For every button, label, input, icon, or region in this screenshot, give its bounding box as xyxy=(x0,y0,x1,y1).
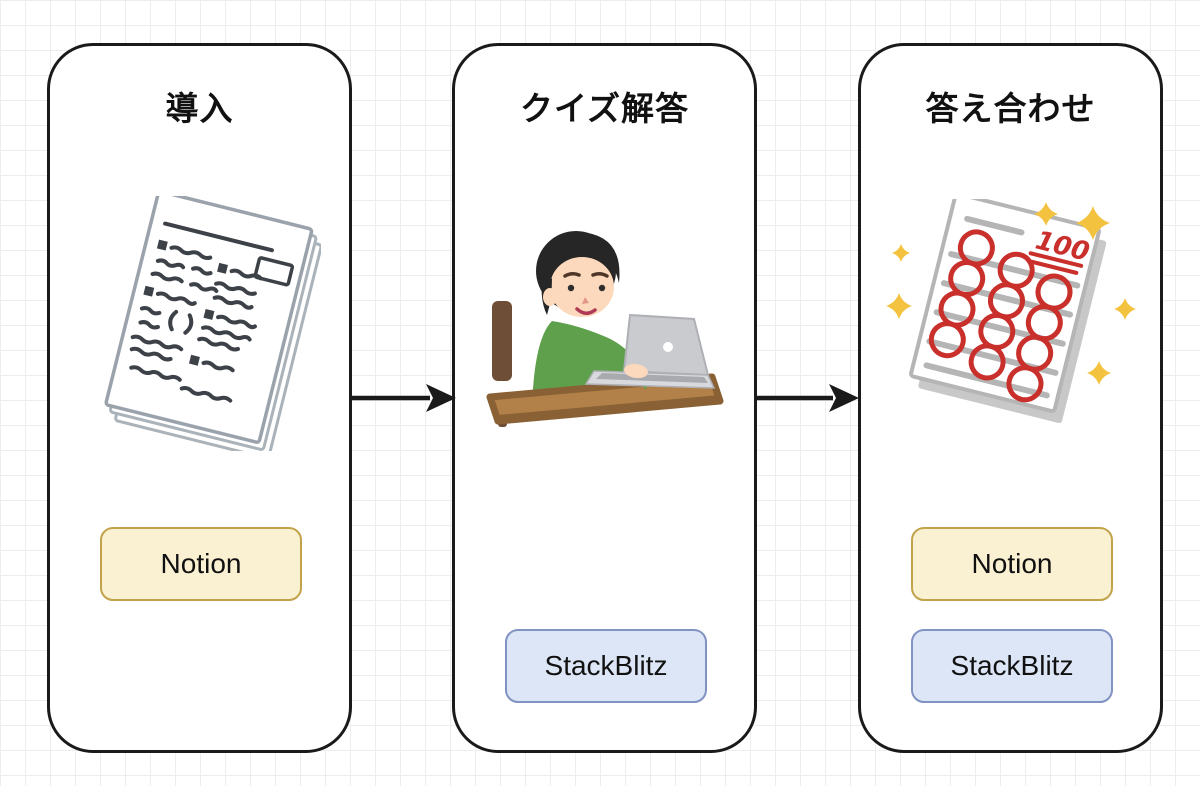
panel-intro-title: 導入 xyxy=(165,90,234,127)
stackblitz-badge[interactable]: StackBlitz xyxy=(911,629,1113,703)
stackblitz-badge[interactable]: StackBlitz xyxy=(505,629,707,703)
sparkle-icons xyxy=(886,202,1136,385)
person-at-laptop-illustration xyxy=(478,209,733,434)
notion-badge[interactable]: Notion xyxy=(911,527,1113,601)
panel-intro[interactable]: 導入 xyxy=(47,43,352,753)
graded-test-illustration: 100 xyxy=(884,192,1139,429)
arrow-quiz-to-answer-icon[interactable] xyxy=(757,384,859,412)
stackblitz-badge-label: StackBlitz xyxy=(544,650,668,681)
notion-badge[interactable]: Notion xyxy=(100,527,302,601)
stackblitz-badge-label: StackBlitz xyxy=(950,650,1074,681)
notion-badge-label: Notion xyxy=(971,548,1053,579)
panel-answer-check-title: 答え合わせ xyxy=(925,90,1096,127)
panel-quiz-title: クイズ解答 xyxy=(519,90,689,127)
notion-badge-label: Notion xyxy=(160,548,242,579)
panel-quiz[interactable]: クイズ解答 xyxy=(452,43,757,753)
test-paper-illustration xyxy=(86,190,323,460)
arrow-intro-to-quiz-icon[interactable] xyxy=(352,384,456,412)
panel-answer-check[interactable]: 答え合わせ 100 xyxy=(858,43,1163,753)
